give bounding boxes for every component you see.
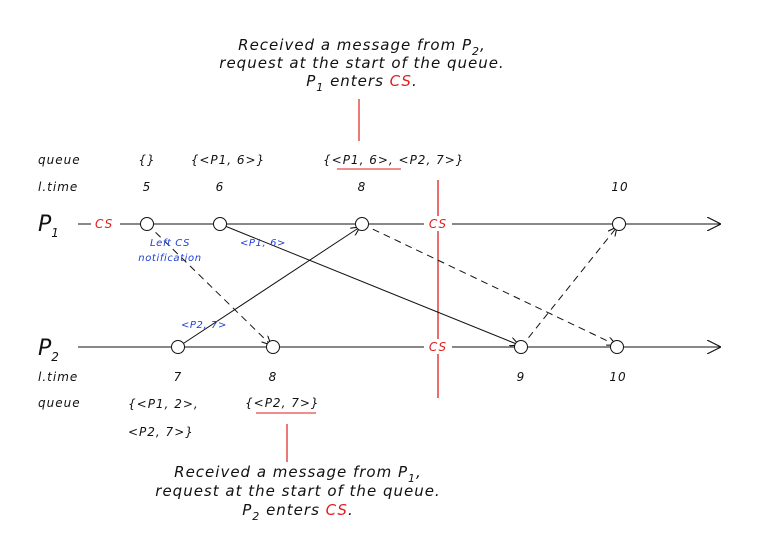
event-p2-t8	[266, 340, 280, 354]
msg-request-p1-to-p2	[219, 223, 519, 345]
p1-rows: queue {} {<P1, 6>} {<P1, 6>, <P2, 7>} l.…	[38, 153, 628, 194]
event-p1-t10	[612, 217, 626, 231]
label-p1-request: <P1, 6>	[240, 238, 286, 249]
event-p1-t5	[140, 217, 154, 231]
messages	[146, 223, 617, 348]
p1-time-1: 5	[143, 180, 152, 194]
p2-rows: l.time 7 8 9 10 queue {<P1, 2>, <P2, 7>}…	[38, 370, 626, 462]
msg-request-p2-to-p1	[177, 227, 360, 348]
p1-time-2: 6	[216, 180, 225, 194]
p2-time-1: 7	[174, 370, 183, 384]
label-left-cs-line1: Left CS	[150, 238, 190, 249]
top-note-line1: Received a message from P2,	[238, 36, 486, 58]
p1-cs-start: CS	[95, 217, 113, 231]
p2-queue-1-line1: {<P1, 2>,	[128, 397, 199, 411]
p2-time-4: 10	[609, 370, 626, 384]
p1-queue-1: {}	[138, 153, 155, 167]
label-left-cs-line2: notification	[138, 253, 201, 264]
event-p2-t9	[514, 340, 528, 354]
p2-queue-2: {<P2, 7>}	[245, 396, 320, 410]
p1-queue-2: {<P1, 6>}	[191, 153, 266, 167]
cs-mask-top	[424, 216, 452, 231]
p2-ltime-label: l.time	[38, 370, 78, 384]
bottom-note-line1: Received a message from P1,	[174, 463, 422, 485]
msg-reply-p2-to-p1	[520, 227, 617, 348]
bottom-note-line3: P2 enters CS.	[242, 501, 353, 523]
event-p2-t7	[171, 340, 185, 354]
p2-queue-label: queue	[38, 396, 81, 410]
event-p1-t6	[213, 217, 227, 231]
event-p2-t10	[610, 340, 624, 354]
cs-mask-bottom	[424, 339, 452, 354]
top-note: Received a message from P2, request at t…	[219, 36, 504, 141]
message-labels: Left CS notification <P1, 6> <P2, 7>	[138, 238, 286, 331]
p1-label: P1	[38, 212, 59, 240]
p1-time-4: 10	[611, 180, 628, 194]
p2-time-3: 9	[517, 370, 526, 384]
cs-marker: CS CS	[424, 180, 452, 398]
p1-ltime-label: l.time	[38, 180, 78, 194]
label-p2-request: <P2, 7>	[181, 320, 227, 331]
top-note-line2: request at the start of the queue.	[219, 54, 504, 72]
bottom-note-line2: request at the start of the queue.	[155, 482, 440, 500]
p2-label: P2	[38, 336, 59, 364]
p2-queue-1-line2: <P2, 7>}	[128, 425, 194, 439]
p1-queue-3: {<P1, 6>, <P2, 7>}	[323, 153, 464, 167]
cs-mark-p1: CS	[429, 217, 447, 231]
p1-queue-label: queue	[38, 153, 81, 167]
cs-mark-p2: CS	[429, 340, 447, 354]
p1-time-3: 8	[358, 180, 367, 194]
msg-release-p1-to-p2	[146, 223, 271, 345]
events	[140, 217, 626, 354]
top-note-line3: P1 enters CS.	[306, 72, 417, 94]
bottom-note: Received a message from P1, request at t…	[155, 463, 440, 523]
event-p1-t8	[355, 217, 369, 231]
msg-reply-p1-to-p2	[361, 223, 616, 345]
p2-time-2: 8	[269, 370, 278, 384]
